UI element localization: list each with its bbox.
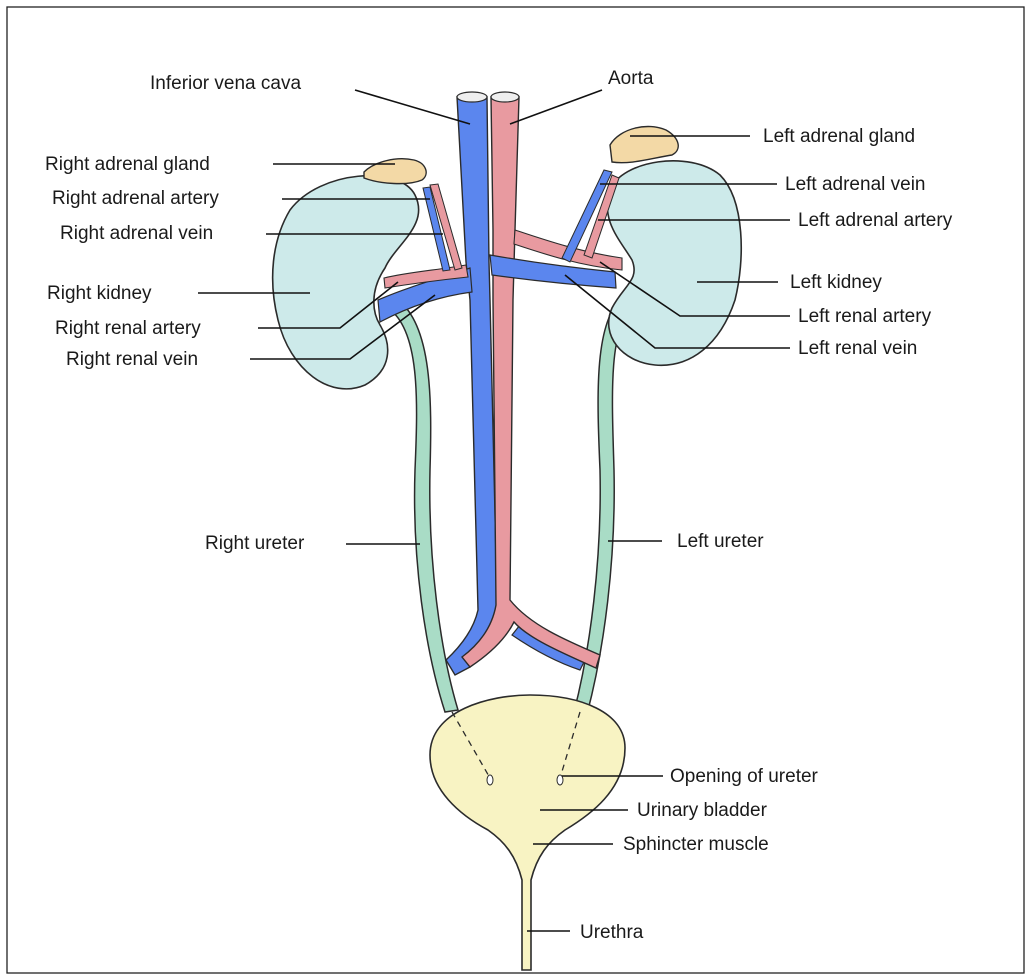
label-right-adrenal-vein: Right adrenal vein bbox=[60, 223, 213, 244]
label-left-adrenal-gland: Left adrenal gland bbox=[763, 126, 915, 147]
label-aorta: Aorta bbox=[608, 68, 654, 89]
label-left-adrenal-artery: Left adrenal artery bbox=[798, 210, 953, 231]
right-adrenal-gland-shape bbox=[364, 159, 426, 184]
leader-aorta bbox=[510, 90, 602, 124]
right-ureter-shape bbox=[388, 300, 458, 712]
label-right-renal-vein: Right renal vein bbox=[66, 349, 198, 370]
label-inferior-vena-cava: Inferior vena cava bbox=[150, 73, 301, 94]
label-right-adrenal-gland: Right adrenal gland bbox=[45, 154, 210, 175]
label-right-ureter: Right ureter bbox=[205, 533, 305, 554]
label-left-renal-artery: Left renal artery bbox=[798, 306, 932, 327]
aorta-opening bbox=[491, 92, 519, 102]
vena-cava-opening bbox=[457, 92, 487, 102]
label-right-kidney: Right kidney bbox=[47, 283, 152, 304]
label-sphincter-muscle: Sphincter muscle bbox=[623, 834, 769, 855]
label-left-adrenal-vein: Left adrenal vein bbox=[785, 174, 926, 195]
label-urethra: Urethra bbox=[580, 922, 644, 943]
left-adrenal-gland-shape bbox=[610, 126, 678, 162]
label-urinary-bladder: Urinary bladder bbox=[637, 800, 768, 821]
left-kidney-shape bbox=[607, 161, 741, 365]
label-left-kidney: Left kidney bbox=[790, 272, 882, 293]
right-ureter-opening bbox=[487, 775, 493, 785]
label-right-renal-artery: Right renal artery bbox=[55, 318, 201, 339]
label-left-ureter: Left ureter bbox=[677, 531, 764, 552]
label-right-adrenal-artery: Right adrenal artery bbox=[52, 188, 219, 209]
label-left-renal-vein: Left renal vein bbox=[798, 338, 917, 359]
label-opening-of-ureter: Opening of ureter bbox=[670, 766, 819, 787]
leader-inferior-vena-cava bbox=[355, 90, 470, 124]
